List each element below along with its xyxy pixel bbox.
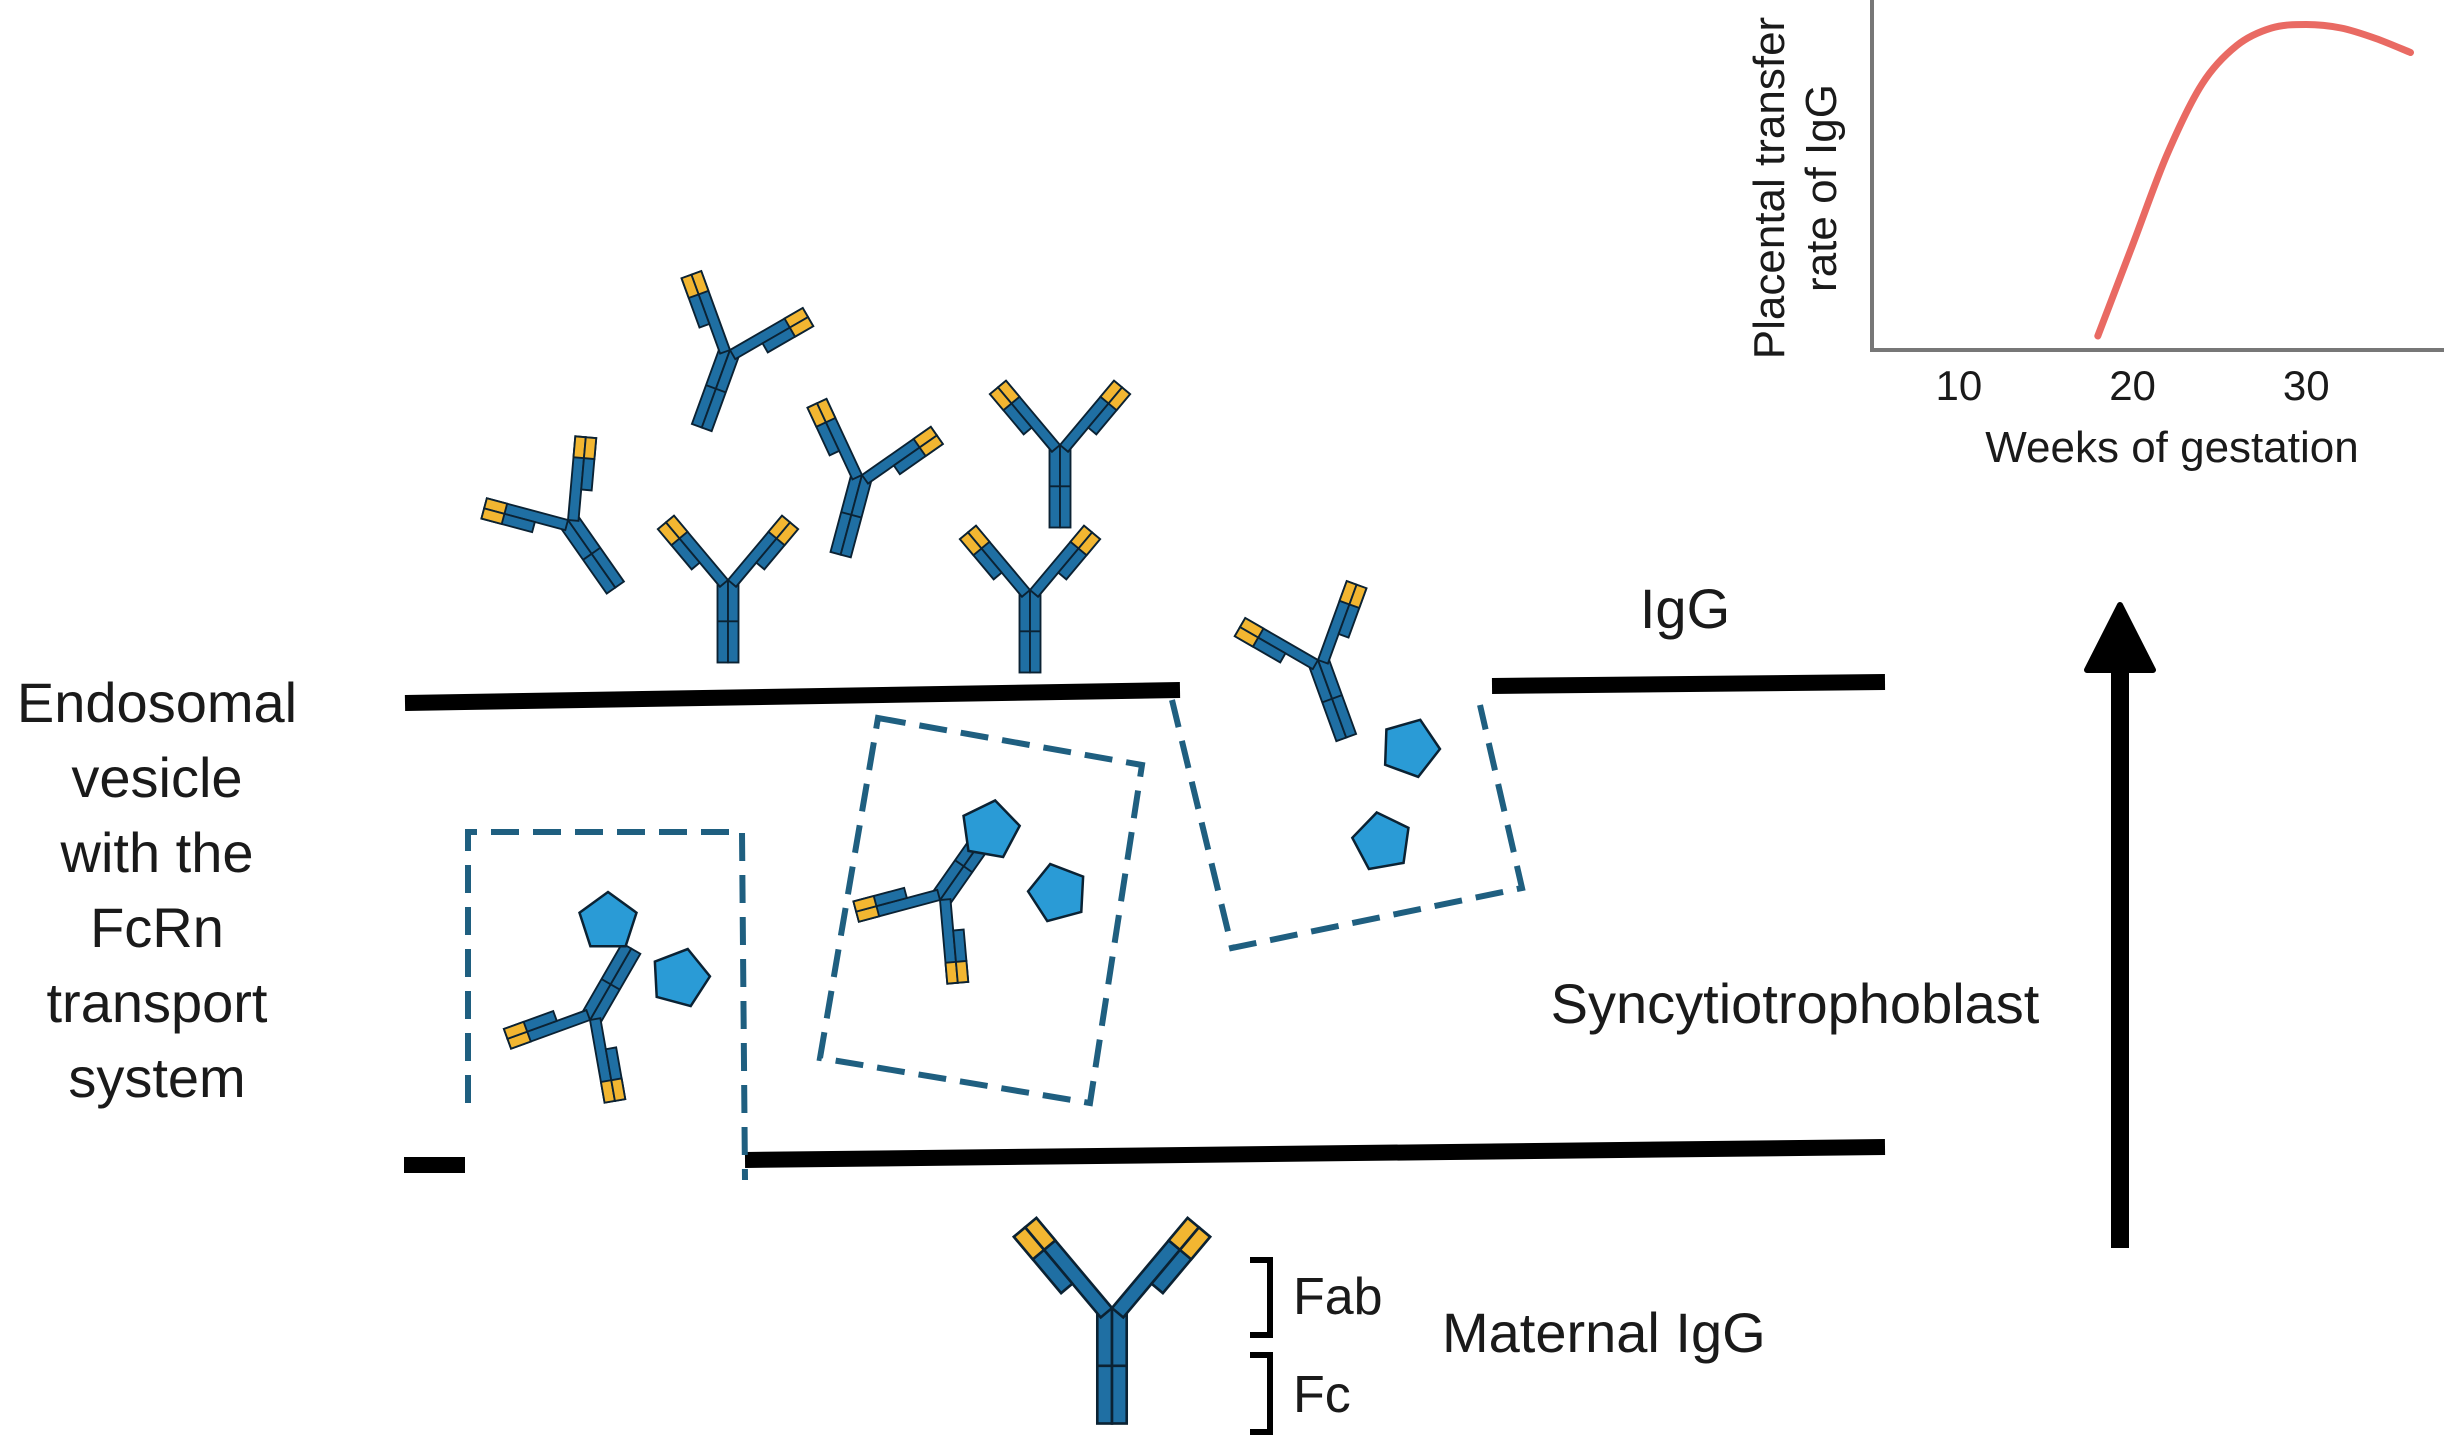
endosomal-label-line: system — [68, 1046, 245, 1109]
endosomal-label-line: FcRn — [90, 896, 224, 959]
x-tick-label: 20 — [2109, 362, 2156, 409]
igg-antibody — [772, 393, 948, 574]
membrane-bottom — [404, 1139, 1886, 1173]
fcrn-receptor — [644, 940, 717, 1011]
fcrn-receptor — [1021, 855, 1094, 926]
membrane-top — [404, 674, 1886, 711]
igg-antibody — [472, 426, 674, 629]
transport-direction-arrow — [2084, 602, 2156, 1248]
fc-label: Fc — [1293, 1366, 1351, 1424]
transfer-rate-chart: 10203040 Weeks of gestation Placental tr… — [1745, 0, 2444, 472]
igg-antibody — [988, 379, 1132, 529]
maternal-igg-label: Maternal IgG — [1442, 1301, 1766, 1364]
endosomal-label-line: Endosomal — [17, 671, 297, 734]
transfer-rate-curve — [2094, 20, 2414, 340]
igg-label: IgG — [1640, 577, 1730, 640]
x-tick-label: 30 — [2283, 362, 2330, 409]
vesicle-2 — [816, 714, 1146, 1107]
syncytiotrophoblast-label: Syncytiotrophoblast — [1551, 972, 2040, 1035]
y-axis-label: Placental transfer rate of IgG — [1745, 17, 1846, 359]
igg-antibody — [656, 514, 800, 664]
y-axis-label-line: Placental transfer — [1745, 17, 1794, 359]
fcrn-receptor — [956, 794, 1025, 861]
fab-bracket — [1250, 1257, 1273, 1338]
maternal-igg-legend: Fab Fc Maternal IgG — [1012, 1216, 1766, 1435]
maternal-igg-icon — [1012, 1216, 1212, 1425]
endosomal-label-line: with the — [60, 821, 254, 884]
x-axis-label: Weeks of gestation — [1985, 423, 2358, 472]
vesicle-contents — [496, 708, 1449, 1112]
fc-bracket — [1250, 1352, 1273, 1435]
x-tick-label: 10 — [1935, 362, 1982, 409]
endosomal-label-line: transport — [47, 971, 268, 1034]
igg-antibody — [1229, 574, 1414, 763]
fcrn-receptor — [1347, 806, 1416, 873]
endosomal-label-line: vesicle — [71, 746, 242, 809]
vesicle-3 — [1169, 699, 1526, 952]
fcrn-receptor — [578, 890, 638, 948]
fcrn-receptor — [1373, 708, 1449, 782]
vesicle-1 — [465, 829, 748, 1181]
igg-antibody — [958, 524, 1102, 674]
igg-antibody — [634, 264, 819, 453]
endosomal-label: Endosomal vesicle with the FcRn transpor… — [17, 671, 297, 1109]
y-axis-label-line: rate of IgG — [1797, 84, 1846, 292]
fab-label: Fab — [1293, 1268, 1383, 1326]
